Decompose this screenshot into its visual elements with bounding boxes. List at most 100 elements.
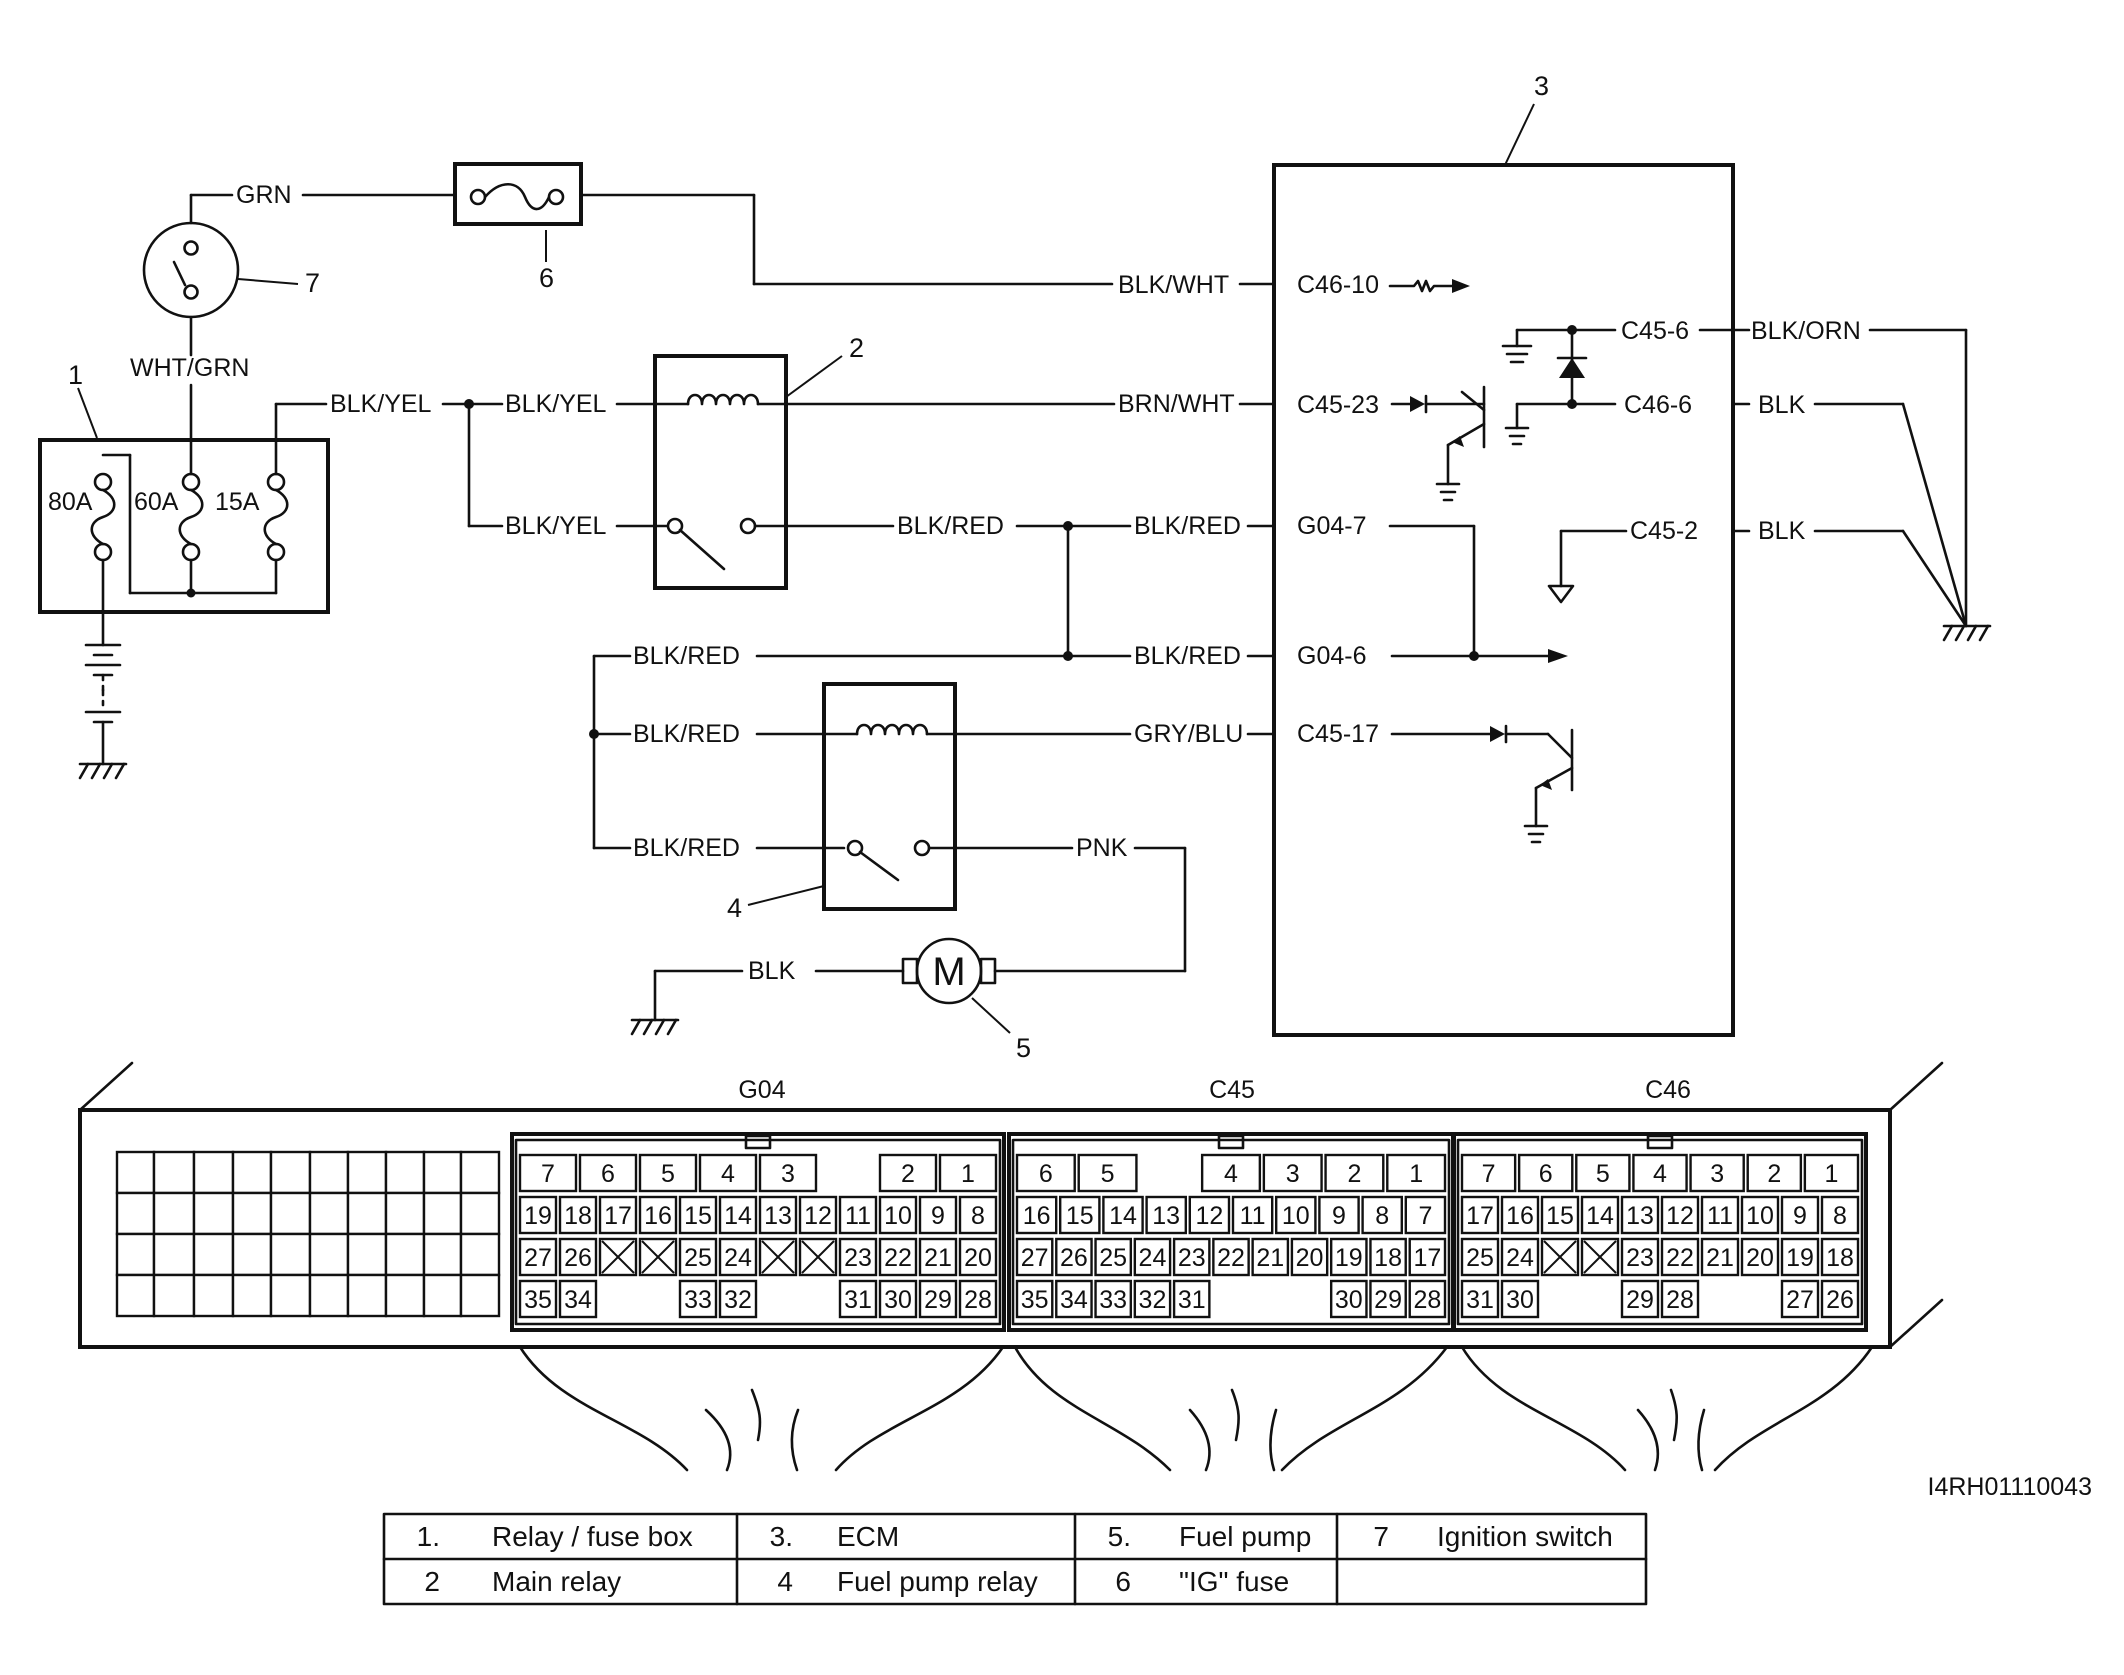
legend-number: 6 — [1115, 1566, 1131, 1597]
pin-number: 26 — [1826, 1286, 1854, 1314]
wire-label-blk-red-5: BLK/RED — [633, 720, 740, 748]
ignition-switch — [142, 193, 299, 357]
pin-number: 34 — [564, 1286, 592, 1314]
pin-cell — [1460, 1195, 1500, 1235]
unused-cavity — [115, 1191, 156, 1236]
wire-label-blk-red-4: BLK/RED — [1134, 642, 1241, 670]
unused-cavity — [231, 1273, 273, 1318]
connector-c46-latch — [1646, 1134, 1674, 1150]
pin-number: 33 — [684, 1286, 712, 1314]
pin-number: 31 — [1178, 1286, 1206, 1314]
legend-number: 3. — [770, 1521, 793, 1552]
unused-cavity — [115, 1150, 156, 1195]
pin-number: 13 — [764, 1202, 792, 1230]
pin-number: 23 — [1178, 1244, 1206, 1272]
pin-number: 3 — [1286, 1160, 1300, 1188]
wire-label-grn: GRN — [236, 181, 292, 209]
pin-number: 27 — [1786, 1286, 1814, 1314]
unused-cavity — [269, 1273, 312, 1318]
pin-cell — [1015, 1237, 1054, 1277]
pin-number: 3 — [1710, 1160, 1724, 1188]
pin-cell — [1820, 1279, 1860, 1319]
pin-number: 10 — [884, 1202, 912, 1230]
pin-cell — [1369, 1237, 1407, 1277]
pin-number: 27 — [1021, 1244, 1049, 1272]
connector-g04-body — [510, 1132, 1006, 1332]
unused-cavity — [459, 1150, 501, 1195]
pin-cell — [1172, 1237, 1211, 1277]
pin-number: 30 — [884, 1286, 912, 1314]
pin-cell — [878, 1195, 918, 1235]
unused-cavity — [346, 1150, 388, 1195]
pin-number: 23 — [1626, 1244, 1654, 1272]
wire-label-blk-yel-3: BLK/YEL — [505, 512, 607, 540]
unused-cavity — [269, 1232, 312, 1277]
pin-cell — [838, 1237, 878, 1277]
ig-fuse — [453, 162, 756, 286]
fuse-label-15a: 15A — [215, 488, 260, 516]
main-relay — [653, 354, 1116, 590]
unused-cavity — [192, 1232, 235, 1277]
pin-number: 8 — [1375, 1202, 1389, 1230]
pin-number: 34 — [1060, 1286, 1088, 1314]
pin-number: 4 — [721, 1160, 735, 1188]
pin-cell — [1015, 1279, 1054, 1319]
connector-name-c46: C46 — [1645, 1076, 1691, 1104]
pin-number: 14 — [1586, 1202, 1614, 1230]
connector-c46-inner — [1456, 1138, 1864, 1326]
pin-cell — [1780, 1237, 1820, 1277]
pin-cell — [1780, 1279, 1820, 1319]
pin-cell — [1200, 1153, 1262, 1193]
pin-cell — [918, 1279, 958, 1319]
pin-number: 19 — [1786, 1244, 1814, 1272]
pin-number: 28 — [964, 1286, 992, 1314]
pin-cell — [1620, 1195, 1660, 1235]
legend-text: Main relay — [492, 1566, 621, 1597]
legend-text: "IG" fuse — [1179, 1566, 1289, 1597]
pin-cell — [1500, 1279, 1540, 1319]
pin-blocked-mark — [601, 1240, 635, 1274]
pin-number: 3 — [781, 1160, 795, 1188]
pin-cell — [1274, 1195, 1317, 1235]
pin-cell — [1780, 1195, 1820, 1235]
pin-number: 17 — [604, 1202, 632, 1230]
pin-cell — [1318, 1195, 1360, 1235]
pin-cell — [878, 1237, 918, 1277]
ecm-connector-housing — [78, 1061, 1944, 1349]
pin-number: 15 — [1546, 1202, 1574, 1230]
pin-cell — [518, 1279, 558, 1319]
pin-number: 21 — [1706, 1244, 1734, 1272]
pin-cell — [1580, 1195, 1620, 1235]
pin-cell — [1660, 1279, 1700, 1319]
pin-cell — [958, 1237, 998, 1277]
pin-number: 21 — [924, 1244, 952, 1272]
pin-cell — [1689, 1153, 1745, 1193]
pin-number: 13 — [1152, 1202, 1180, 1230]
pin-cell — [1251, 1237, 1290, 1277]
callout-7: 7 — [305, 268, 320, 298]
pin-cell — [1660, 1237, 1700, 1277]
connector-name-g04: G04 — [738, 1076, 785, 1104]
pin-cell — [1540, 1195, 1580, 1235]
pin-cell — [1361, 1195, 1403, 1235]
pin-blocked-mark — [761, 1240, 795, 1274]
unused-cavity — [384, 1232, 426, 1277]
pin-number: 25 — [1099, 1244, 1127, 1272]
pin-cell — [1386, 1153, 1447, 1193]
pin-cell — [1058, 1195, 1101, 1235]
wire-label-gry-blu: GRY/BLU — [1134, 720, 1243, 748]
terminal-c46-6: C46-6 — [1624, 391, 1692, 419]
pin-cell — [1077, 1153, 1138, 1193]
pin-cell — [1820, 1195, 1860, 1235]
pin-number: 16 — [644, 1202, 672, 1230]
pin-cell — [1133, 1237, 1172, 1277]
unused-cavity — [422, 1191, 463, 1236]
pin-cell — [1329, 1279, 1368, 1319]
pin-cell — [918, 1237, 958, 1277]
wire-label-blk-2: BLK — [1758, 517, 1806, 545]
unused-cavity — [152, 1232, 196, 1277]
pin-number: 18 — [564, 1202, 592, 1230]
pin-cell — [758, 1195, 798, 1235]
pin-number: 18 — [1374, 1244, 1402, 1272]
pin-cell — [1620, 1237, 1660, 1277]
